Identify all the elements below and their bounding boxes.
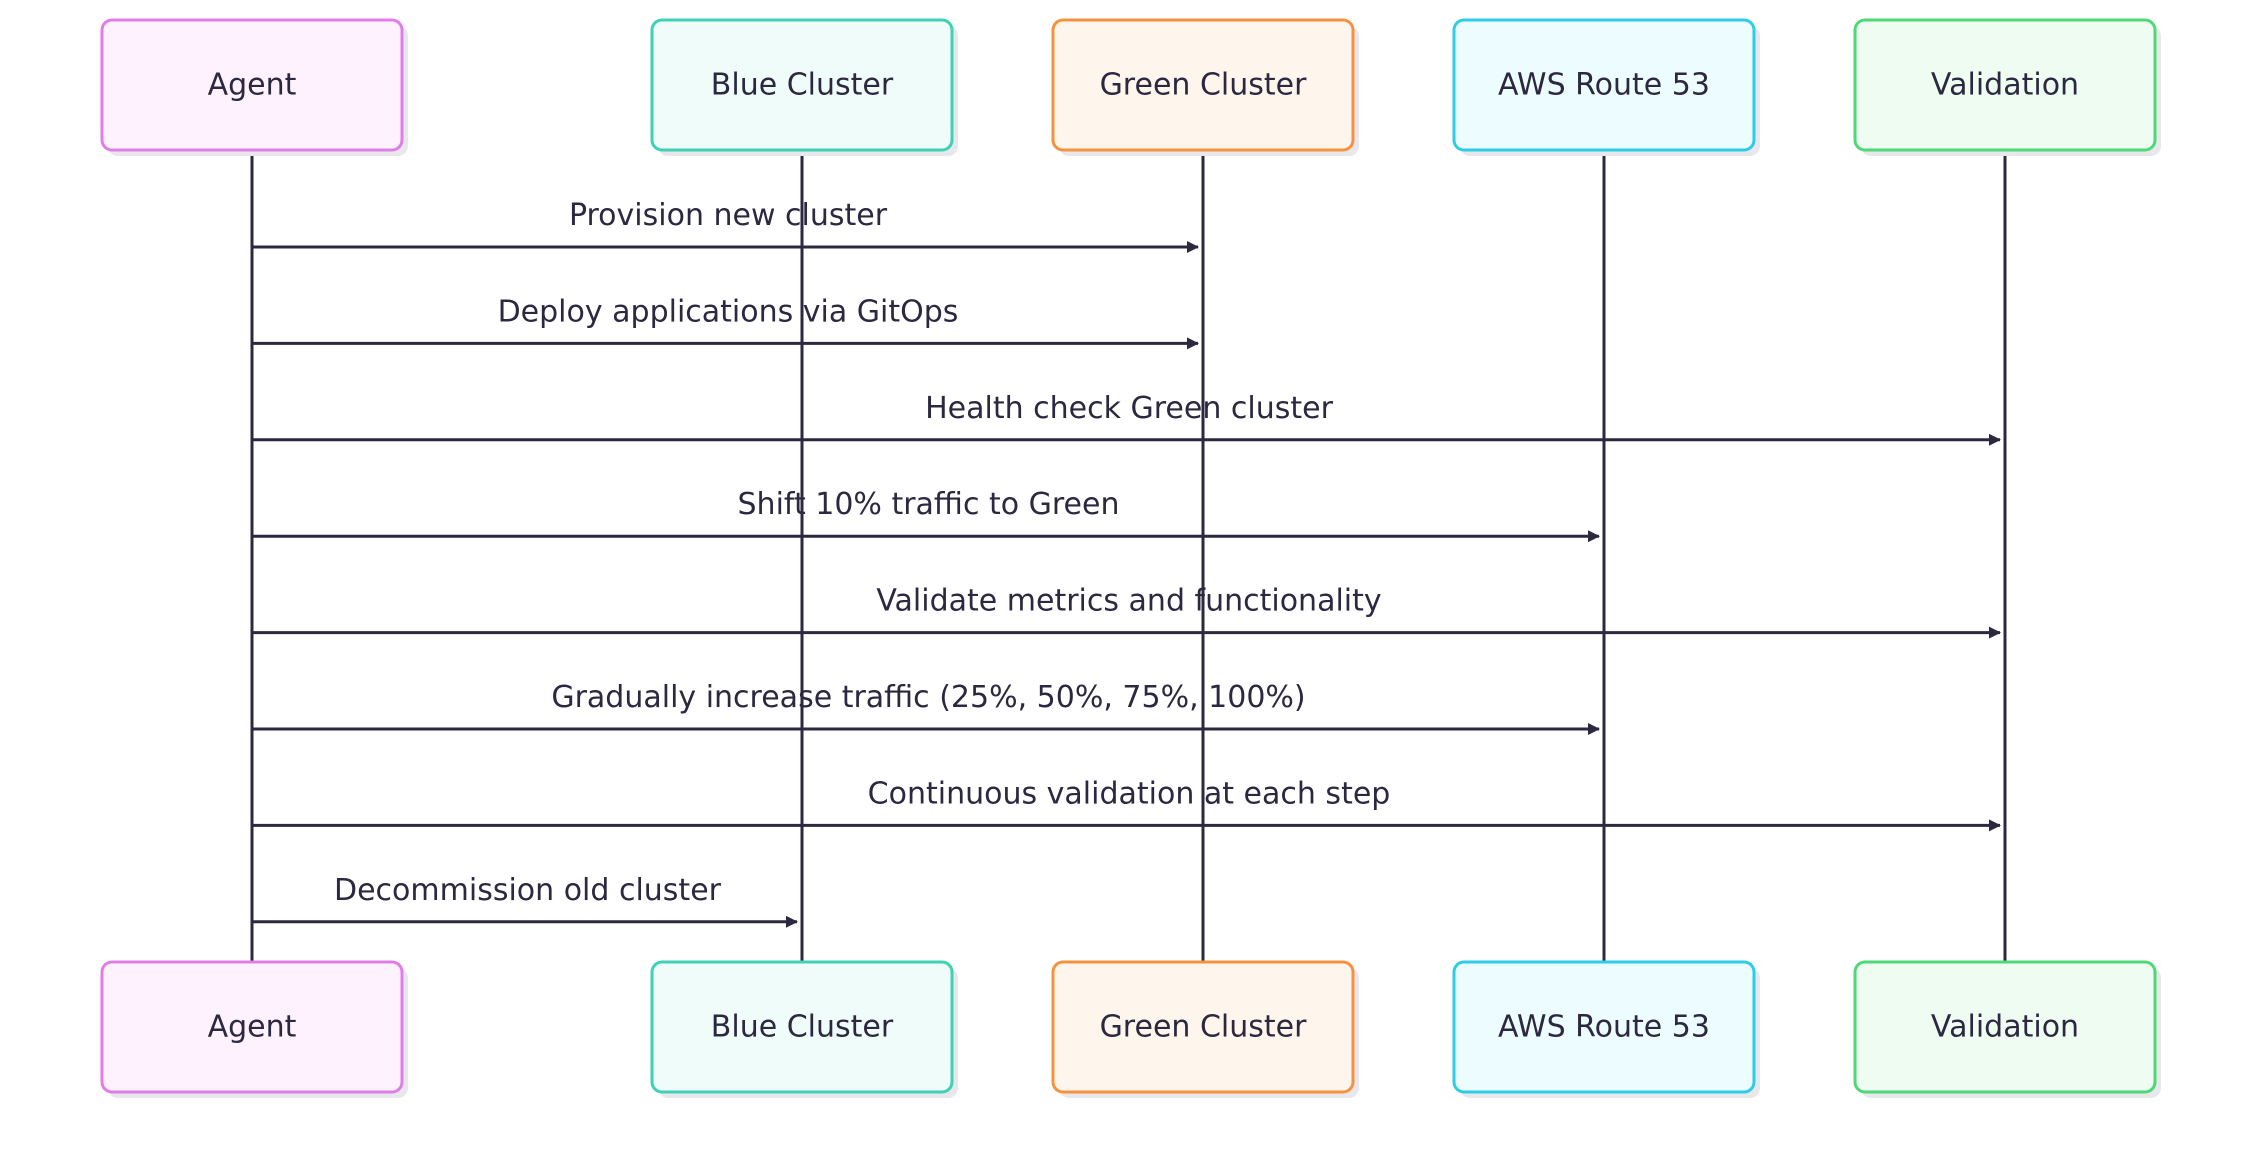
actors-bottom: Agent Blue Cluster Green Cluster AWS Route … — [100, 960, 2161, 1098]
actors-top: Agent Blue Cluster Green Cluster AWS Route … — [100, 18, 2161, 156]
actor-label: Blue Cluster — [711, 1010, 894, 1045]
actor-green-bottom: Green Cluster — [1051, 960, 1359, 1098]
message-label: Gradually increase traffic (25%, 50%, 75… — [551, 680, 1305, 715]
actor-validation-bottom: Validation — [1853, 960, 2161, 1098]
actor-route53-bottom: AWS Route 53 — [1452, 960, 1760, 1098]
actor-box — [100, 18, 404, 152]
actor-label: AWS Route 53 — [1498, 1010, 1710, 1045]
actor-box — [1853, 18, 2157, 152]
actor-label: Validation — [1931, 68, 2079, 103]
actor-label: AWS Route 53 — [1498, 68, 1710, 103]
actor-agent-bottom: Agent — [100, 960, 408, 1098]
actor-box — [100, 960, 404, 1094]
actor-box — [650, 960, 954, 1094]
message-label: Deploy applications via GitOps — [498, 294, 959, 329]
actor-label: Green Cluster — [1100, 68, 1308, 103]
message-2: Deploy applications via GitOps — [252, 294, 1199, 350]
message-3: Health check Green cluster — [252, 391, 2001, 446]
message-4: Shift 10% traffic to Green — [252, 487, 1600, 543]
message-6: Gradually increase traffic (25%, 50%, 75… — [252, 680, 1600, 735]
actor-blue-top: Blue Cluster — [650, 18, 958, 156]
message-label: Shift 10% traffic to Green — [738, 487, 1120, 522]
actor-label: Agent — [208, 1010, 297, 1045]
message-8: Decommission old cluster — [252, 873, 798, 928]
actor-label: Agent — [208, 68, 297, 103]
message-label: Continuous validation at each step — [868, 776, 1391, 811]
actor-route53-top: AWS Route 53 — [1452, 18, 1760, 156]
message-label: Provision new cluster — [569, 198, 888, 233]
actor-label: Validation — [1931, 1010, 2079, 1045]
message-label: Validate metrics and functionality — [876, 584, 1381, 619]
actor-box — [650, 18, 954, 152]
lifelines — [250, 150, 2007, 962]
message-label: Health check Green cluster — [925, 391, 1333, 426]
actor-label: Blue Cluster — [711, 68, 894, 103]
message-7: Continuous validation at each step — [252, 776, 2001, 832]
actor-box — [1853, 960, 2157, 1094]
actor-box — [1452, 18, 1756, 152]
actor-box — [1051, 18, 1355, 152]
message-label: Decommission old cluster — [334, 873, 722, 908]
message-5: Validate metrics and functionality — [252, 584, 2001, 639]
actor-label: Green Cluster — [1100, 1010, 1308, 1045]
actor-box — [1051, 960, 1355, 1094]
actor-blue-bottom: Blue Cluster — [650, 960, 958, 1098]
actor-agent-top: Agent — [100, 18, 408, 156]
actor-box — [1452, 960, 1756, 1094]
actor-green-top: Green Cluster — [1051, 18, 1359, 156]
message-1: Provision new cluster — [252, 198, 1199, 253]
actor-validation-top: Validation — [1853, 18, 2161, 156]
